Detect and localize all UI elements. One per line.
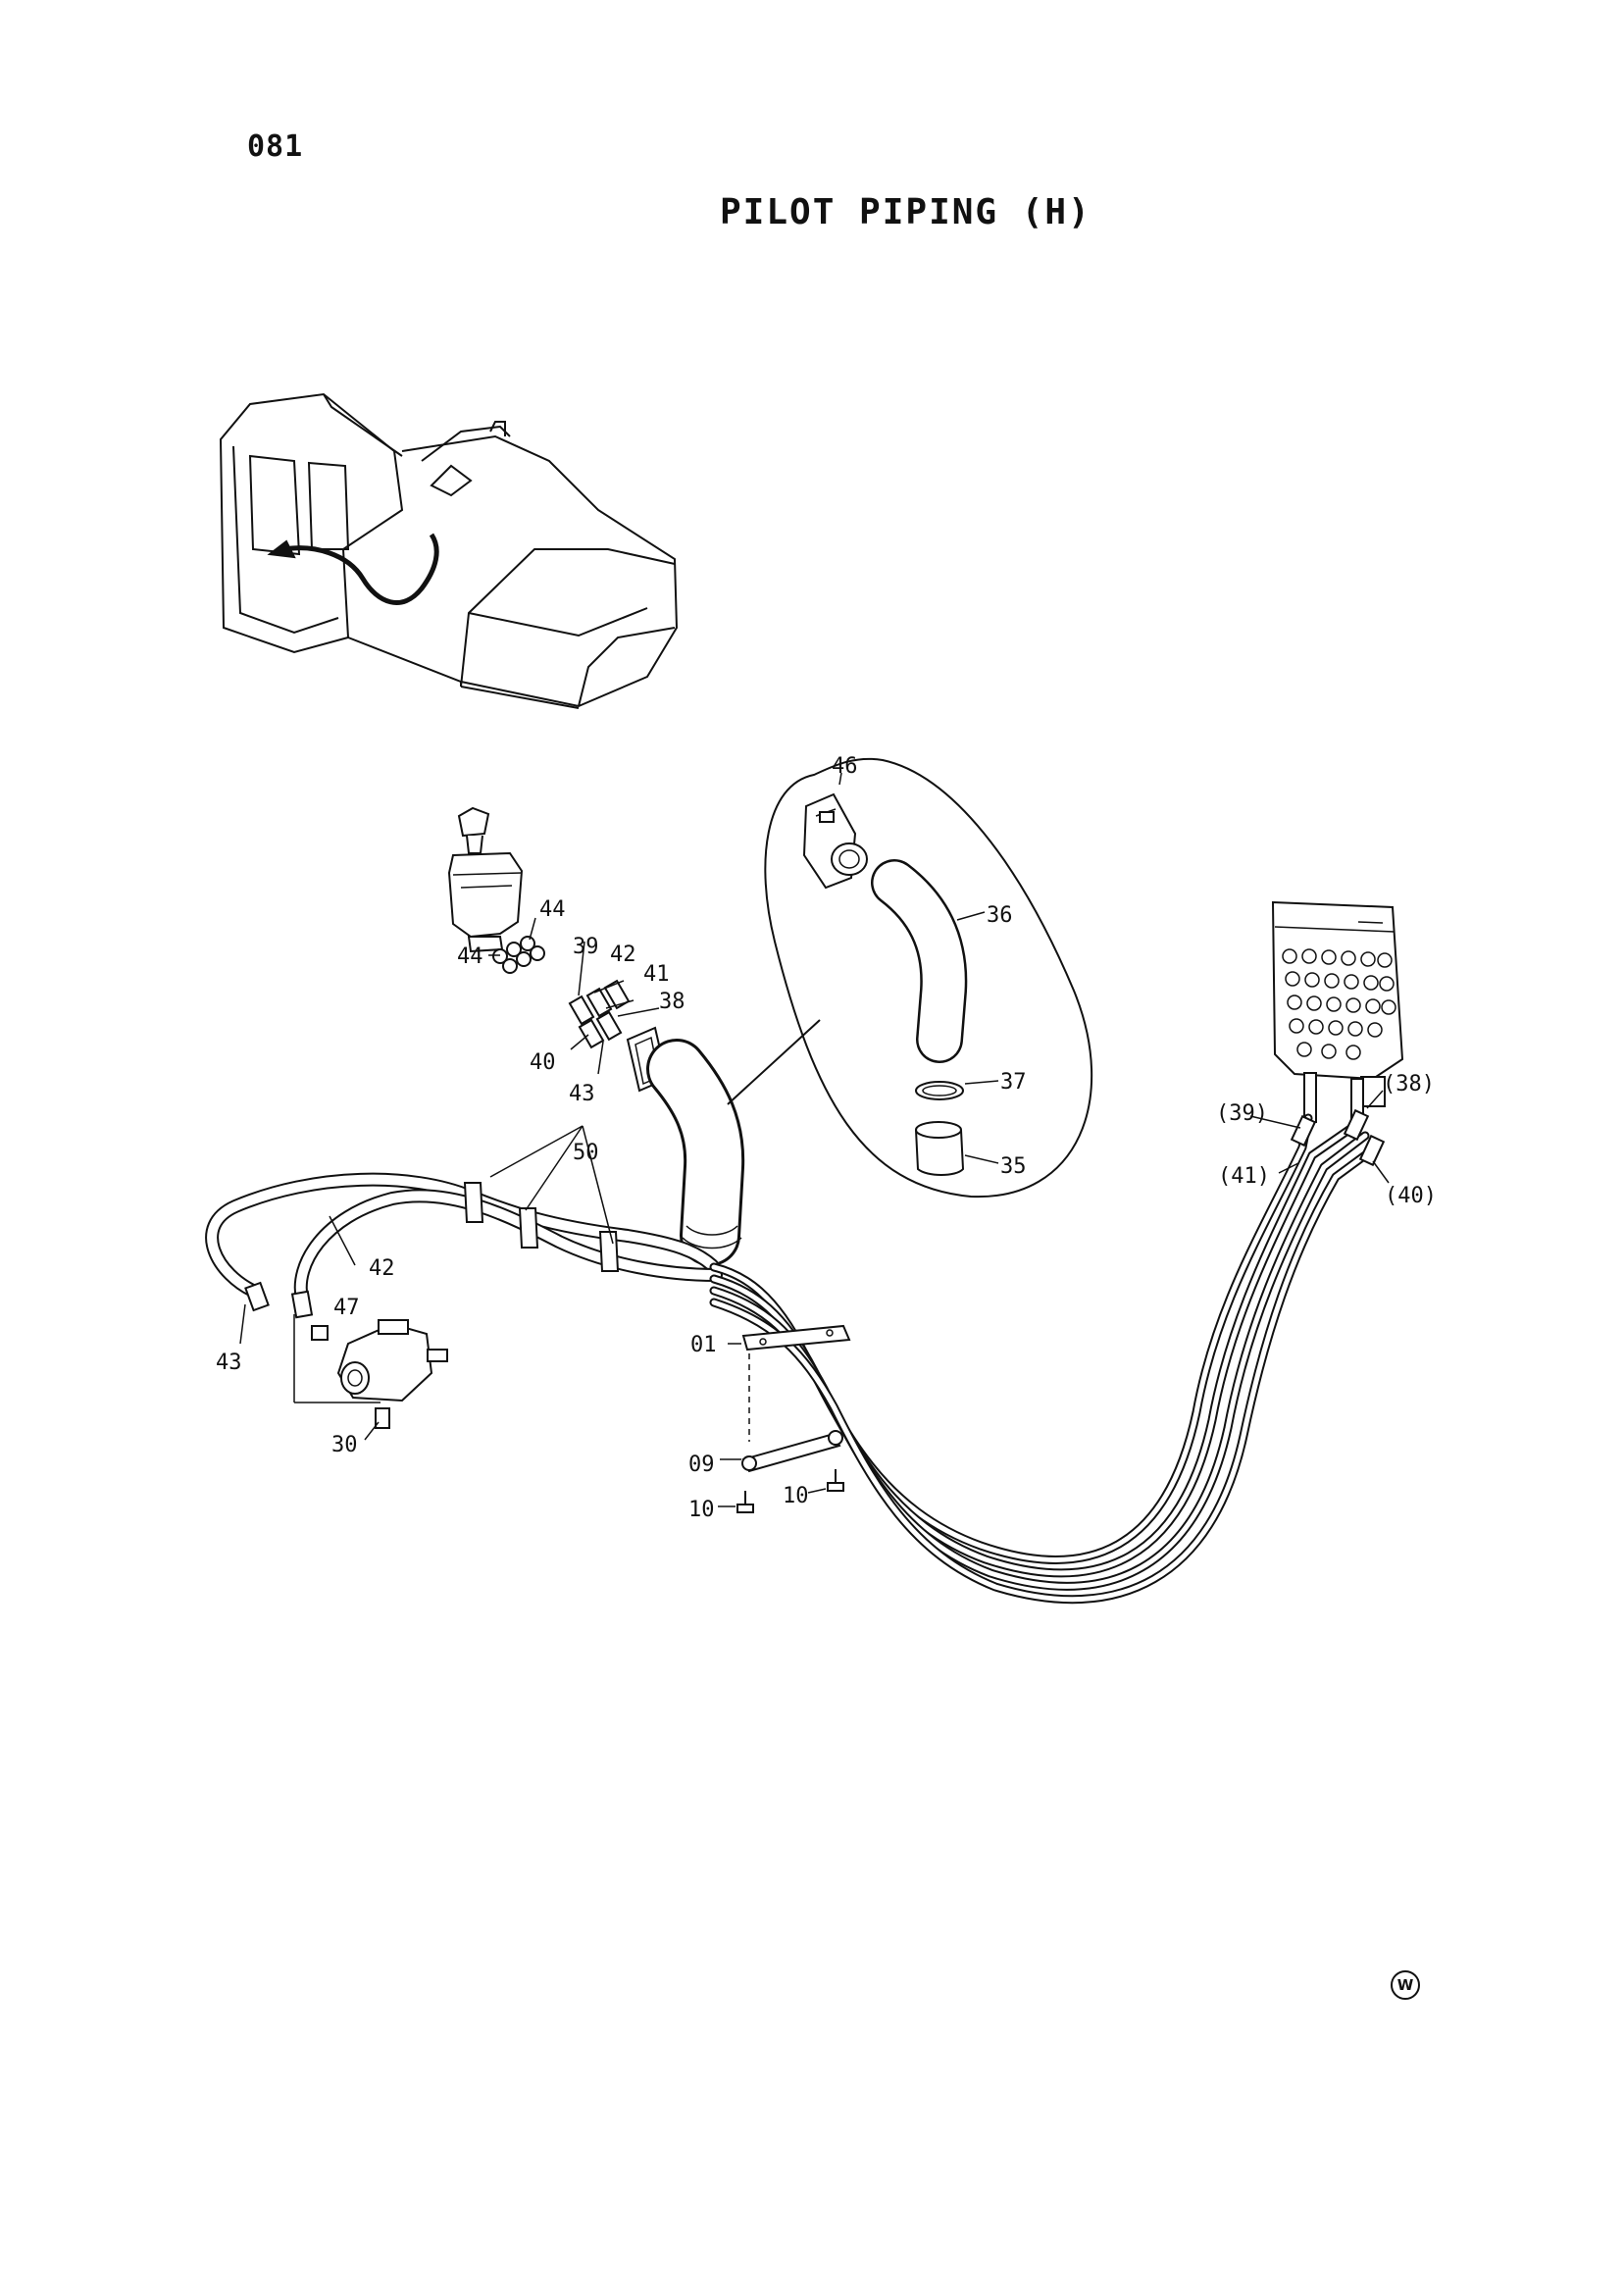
label-10-b: 10 [783,1484,809,1508]
label-41: 41 [643,962,670,987]
pilot-hose-bundle [205,1108,1386,1605]
label-39: 39 [573,935,599,959]
shuttle-valve-illustration [293,1314,448,1429]
label-09: 09 [688,1453,715,1477]
hose-fittings-cluster [568,979,631,1049]
label-50: 50 [573,1141,599,1165]
label-01: 01 [690,1333,717,1357]
label-47: 47 [333,1296,360,1320]
label-30: 30 [331,1433,358,1457]
label-38: 38 [659,990,685,1014]
page-title: PILOT PIPING (H) [720,192,1091,232]
label-36: 36 [987,903,1013,928]
bracket-plate-bolts [718,1324,851,1513]
label-35: 35 [1000,1154,1027,1179]
label-40: 40 [530,1050,556,1075]
label-43-top: 43 [569,1082,595,1106]
leader-lines [239,917,1390,1441]
label-39-ref: (39) [1216,1101,1268,1126]
label-44-b: 44 [457,944,483,969]
label-41-ref: (41) [1218,1164,1270,1189]
control-valve-illustration [1271,900,1404,1123]
label-37: 37 [1000,1070,1027,1095]
grommet-and-sleeve [626,1026,745,1266]
label-46: 46 [832,754,858,779]
label-43-bottom: 43 [216,1351,242,1375]
label-38-ref: (38) [1383,1072,1435,1096]
label-42-top: 42 [610,943,636,967]
excavator-overview-illustration [219,392,679,709]
page-number: 081 [247,129,304,164]
label-10-a: 10 [688,1498,715,1522]
label-42-bottom: 42 [369,1256,395,1281]
circled-mark: W [1391,1970,1420,2000]
detail-balloon [727,757,1093,1198]
label-40-ref: (40) [1385,1184,1437,1208]
pilot-valve-illustration [447,806,545,974]
label-44-a: 44 [539,897,566,922]
part-labels: 46 36 37 35 44 44 39 42 41 38 40 43 50 4… [216,754,1437,1522]
